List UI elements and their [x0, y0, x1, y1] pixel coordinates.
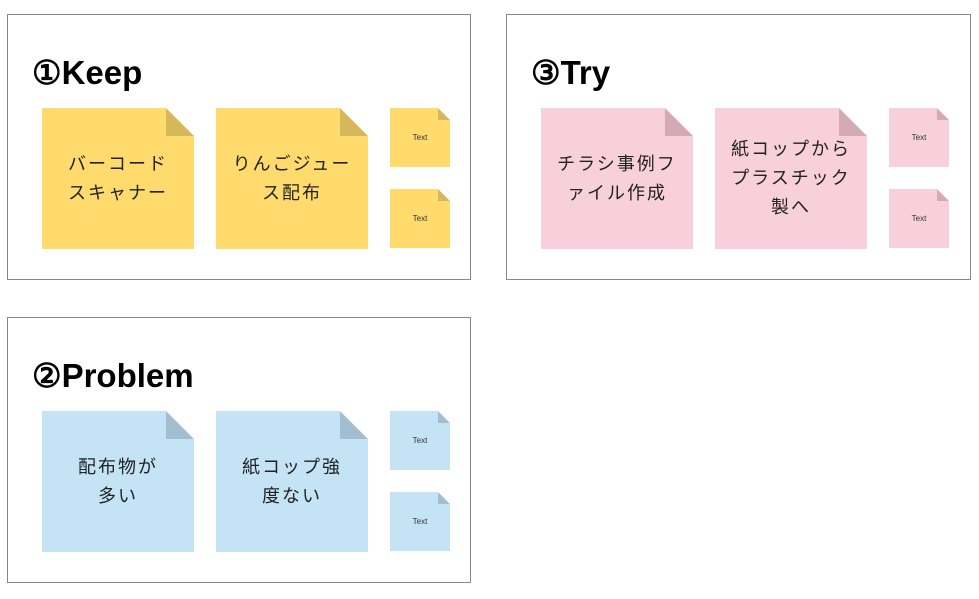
note-text: Text	[412, 214, 428, 223]
fold-corner	[438, 411, 450, 423]
sticky-note-small[interactable]: Text	[390, 189, 450, 248]
section-title: ①Keep	[32, 54, 143, 91]
problem-section: ②Problem 配布物が多い 紙コップ強度ない Text Text	[7, 317, 471, 583]
note-text: Text	[412, 436, 428, 445]
section-title: ③Try	[531, 54, 611, 91]
keep-section: ①Keep バーコード スキャナー りんごジュース配布 Text Text	[7, 14, 471, 280]
fold-corner	[438, 492, 450, 504]
sticky-note[interactable]: 配布物が多い	[42, 411, 194, 552]
note-text: Text	[412, 517, 428, 526]
sticky-note[interactable]: チラシ事例ファイル作成	[541, 108, 693, 249]
sticky-note-small[interactable]: Text	[390, 492, 450, 551]
note-text: りんごジュース配布	[232, 153, 352, 204]
fold-corner	[665, 108, 693, 136]
fold-corner	[937, 108, 949, 120]
note-text: Text	[911, 214, 927, 223]
sticky-note-small[interactable]: Text	[889, 189, 949, 248]
note-text: 配布物が多い	[78, 456, 158, 507]
sticky-note-small[interactable]: Text	[390, 108, 450, 167]
fold-corner	[438, 189, 450, 201]
sticky-note[interactable]: りんごジュース配布	[216, 108, 368, 249]
sticky-note-small[interactable]: Text	[390, 411, 450, 470]
fold-corner	[340, 411, 368, 439]
note-text: 紙コップ強度ない	[242, 456, 342, 507]
sticky-note[interactable]: バーコード スキャナー	[42, 108, 194, 249]
sticky-note-small[interactable]: Text	[889, 108, 949, 167]
note-text: 紙コップからプラスチック製へ	[731, 139, 851, 218]
note-text: バーコード スキャナー	[68, 153, 168, 204]
fold-corner	[166, 108, 194, 136]
note-text: Text	[412, 133, 428, 142]
fold-corner	[340, 108, 368, 136]
sticky-note[interactable]: 紙コップからプラスチック製へ	[715, 108, 867, 249]
note-text: チラシ事例ファイル作成	[557, 153, 677, 204]
try-section: ③Try チラシ事例ファイル作成 紙コップからプラスチック製へ Text Tex…	[506, 14, 971, 280]
section-title: ②Problem	[32, 357, 194, 394]
note-text: Text	[911, 133, 927, 142]
fold-corner	[166, 411, 194, 439]
fold-corner	[839, 108, 867, 136]
sticky-note[interactable]: 紙コップ強度ない	[216, 411, 368, 552]
fold-corner	[438, 108, 450, 120]
fold-corner	[937, 189, 949, 201]
